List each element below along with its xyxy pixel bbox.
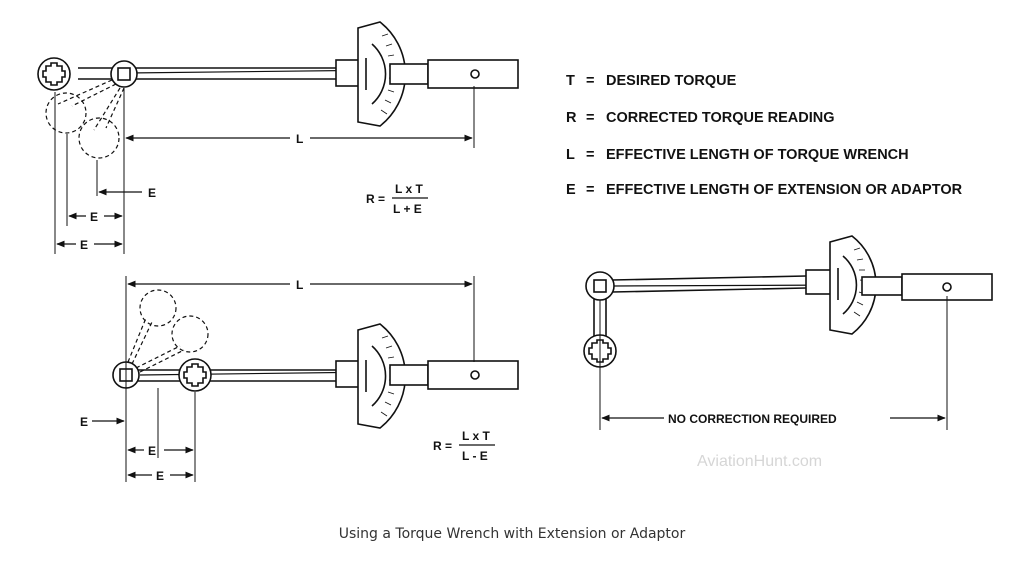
dim-E-inner-top: E [90, 210, 98, 224]
legend-symbol-L: L [566, 147, 575, 163]
formula-bottom-numerator: L x T [462, 429, 490, 443]
formula-top-numerator: L x T [395, 182, 423, 196]
legend: T = DESIRED TORQUE R = CORRECTED TORQUE … [566, 73, 963, 198]
formula-bottom-lhs: R = [433, 439, 452, 453]
torque-wrench-diagram: L E E E R = L x T L + E T = DESIRED TORQ… [37, 21, 993, 483]
dim-E-top: E [148, 186, 156, 200]
formula-top-lhs: R = [366, 192, 385, 206]
formula-top: R = L x T L + E [366, 182, 428, 216]
dimensions-bottom-left [92, 280, 473, 479]
legend-text-R: CORRECTED TORQUE READING [606, 110, 835, 126]
wrench-bottom-left [112, 276, 519, 482]
legend-eq-E: = [586, 182, 594, 198]
dimensions-top-left [56, 134, 473, 248]
legend-symbol-T: T [566, 73, 575, 89]
legend-text-L: EFFECTIVE LENGTH OF TORQUE WRENCH [606, 147, 909, 163]
dim-E-bottom: E [80, 415, 88, 429]
dim-E-inner-bottom: E [148, 444, 156, 458]
legend-eq-R: = [586, 110, 594, 126]
legend-symbol-R: R [566, 110, 577, 126]
legend-eq-L: = [586, 147, 594, 163]
legend-text-T: DESIRED TORQUE [606, 73, 737, 89]
dim-L-bottom: L [296, 278, 303, 292]
formula-top-denominator: L + E [393, 202, 422, 216]
formula-bottom: R = L x T L - E [433, 429, 495, 463]
legend-eq-T: = [586, 73, 594, 89]
legend-text-E: EFFECTIVE LENGTH OF EXTENSION OR ADAPTOR [606, 182, 963, 198]
figure-caption: Using a Torque Wrench with Extension or … [338, 526, 686, 542]
dim-E-outer-bottom: E [156, 469, 164, 483]
formula-bottom-denominator: L - E [462, 449, 488, 463]
watermark: AviationHunt.com [697, 453, 822, 470]
wrench-bottom-right [583, 235, 993, 430]
no-correction-label: NO CORRECTION REQUIRED [668, 412, 837, 426]
legend-symbol-E: E [566, 182, 576, 198]
dim-L-top: L [296, 132, 303, 146]
wrench-top-left [37, 21, 519, 254]
dim-E-outer-top: E [80, 238, 88, 252]
